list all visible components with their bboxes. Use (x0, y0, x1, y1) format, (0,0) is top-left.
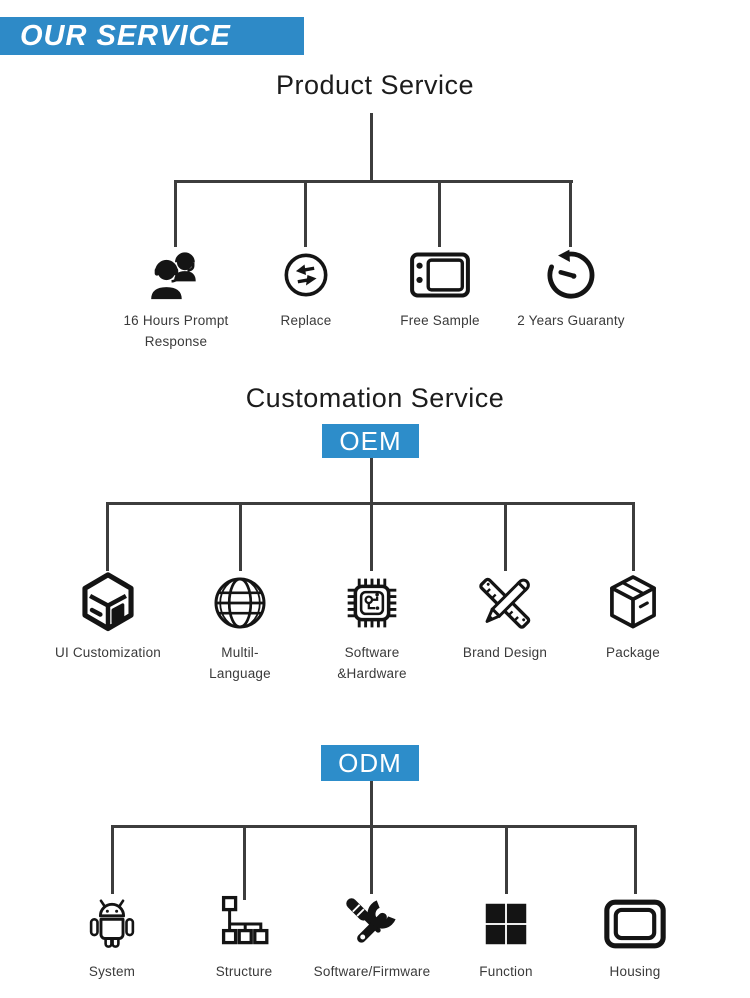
tree-line (569, 180, 572, 247)
tree-line (438, 180, 441, 247)
item-label: 16 Hours Prompt Response (123, 313, 229, 349)
item-label: Software &Hardware (337, 645, 407, 681)
service-item-free-sample: Free Sample (360, 246, 520, 331)
tree-line (304, 180, 307, 247)
tree-line (632, 502, 635, 571)
tree-line (111, 825, 114, 894)
service-item-package: Package (553, 570, 713, 663)
tree-line (370, 825, 373, 894)
service-item-system: System (32, 893, 192, 982)
tree-line (174, 180, 177, 247)
tree-line (370, 781, 373, 827)
support-team-icon (96, 246, 256, 304)
service-item-brand-design: Brand Design (425, 570, 585, 663)
service-item-prompt-response: 16 Hours Prompt Response (96, 246, 256, 352)
chip-icon (292, 570, 452, 636)
item-label: Structure (215, 964, 273, 979)
guaranty-icon (491, 246, 651, 304)
page-title: OUR SERVICE (20, 19, 231, 52)
header-banner: OUR SERVICE (0, 17, 304, 55)
item-label: Multil- Language (209, 645, 271, 681)
service-item-software-firmware: Software/Firmware (292, 893, 452, 982)
odm-badge: ODM (321, 745, 419, 781)
tree-line (370, 113, 373, 180)
tree-line (239, 502, 242, 571)
service-item-function: Function (426, 893, 586, 982)
oem-badge: OEM (322, 424, 419, 458)
tree-line (106, 502, 109, 571)
tree-line (112, 825, 636, 828)
item-label: Software/Firmware (313, 964, 431, 979)
free-sample-icon (360, 246, 520, 304)
org-structure-icon (164, 893, 324, 955)
tree-line (505, 825, 508, 894)
item-label: System (88, 964, 136, 979)
tree-line (370, 502, 373, 571)
service-item-structure: Structure (164, 893, 324, 982)
ui-cube-icon (28, 570, 188, 636)
replace-icon (226, 246, 386, 304)
item-label: Replace (280, 313, 332, 328)
tree-line (370, 458, 373, 504)
service-item-software-hardware: Software &Hardware (292, 570, 452, 684)
android-icon (32, 893, 192, 955)
globe-icon (160, 570, 320, 636)
service-item-guaranty: 2 Years Guaranty (491, 246, 651, 331)
item-label: Housing (609, 964, 661, 979)
housing-icon (555, 893, 715, 955)
tools-icon (292, 893, 452, 955)
service-item-housing: Housing (555, 893, 715, 982)
item-label: Package (606, 645, 660, 660)
item-label: 2 Years Guaranty (517, 313, 625, 328)
item-label: Function (479, 964, 533, 979)
tree-line (175, 180, 573, 183)
item-label: Brand Design (462, 645, 548, 660)
section-title-product-service: Product Service (275, 70, 475, 100)
section-title-customation-service: Customation Service (245, 383, 505, 413)
item-label: UI Customization (55, 645, 161, 660)
service-item-ui-customization: UI Customization (28, 570, 188, 663)
tree-line (504, 502, 507, 571)
service-item-replace: Replace (226, 246, 386, 331)
item-label: Free Sample (400, 313, 480, 328)
tree-line (243, 825, 246, 900)
service-item-multi-language: Multil- Language (160, 570, 320, 684)
package-box-icon (553, 570, 713, 636)
tree-line (634, 825, 637, 894)
design-tools-icon (425, 570, 585, 636)
function-grid-icon (426, 893, 586, 955)
